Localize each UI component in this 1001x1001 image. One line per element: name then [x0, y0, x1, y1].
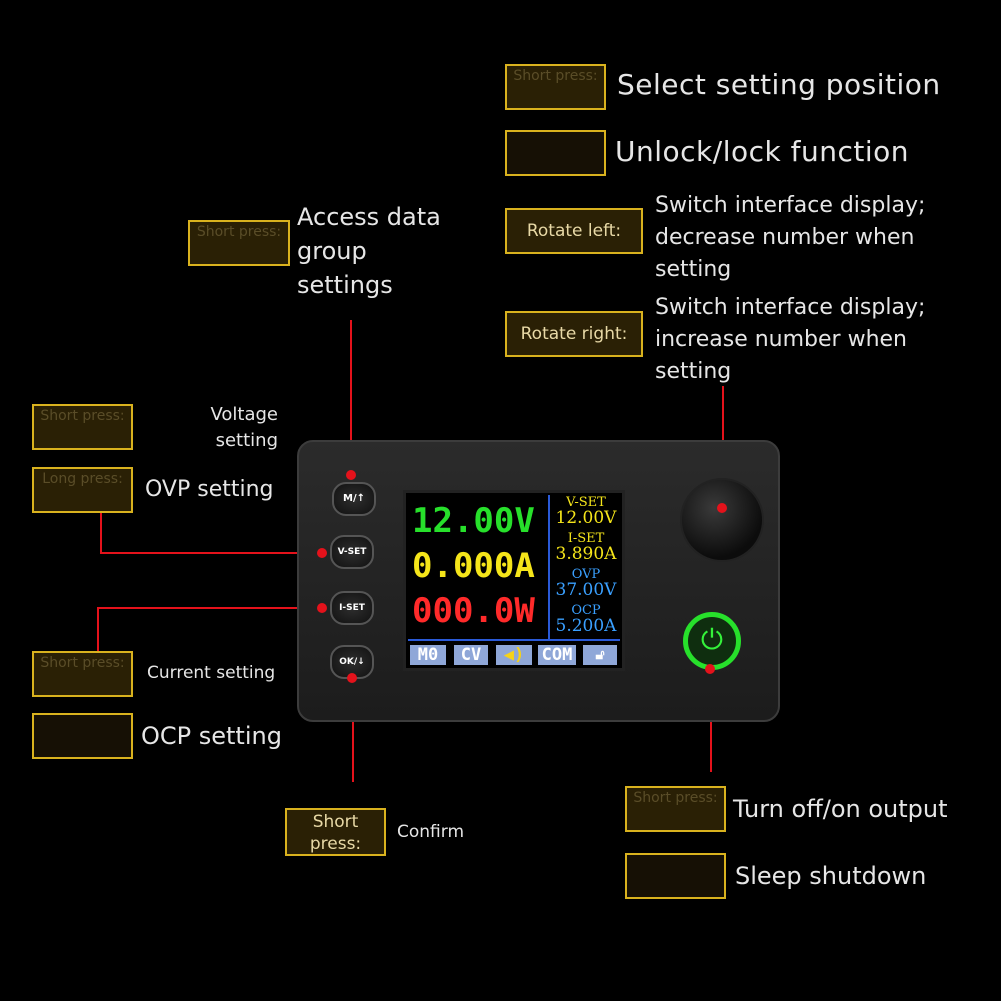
- iset-short-text: Current setting: [147, 663, 276, 683]
- ocp-value: 5.200A: [555, 616, 617, 636]
- ovp-box: OVP 37.00V: [552, 568, 620, 599]
- unlock-text: Unlock/lock function: [615, 135, 909, 168]
- ovp-label: OVP: [571, 567, 601, 582]
- power-dot: [705, 664, 715, 674]
- vset-short-text: Voltage setting: [210, 404, 278, 451]
- m-dot: [346, 470, 356, 480]
- status-cv-chip: CV: [454, 645, 488, 665]
- ovp-value: 37.00V: [555, 580, 617, 600]
- ok-tag: Short press:: [285, 808, 386, 856]
- rotate-left-tag: Rotate left:: [505, 208, 643, 254]
- status-com-chip: COM: [538, 645, 576, 665]
- rotate-left-text: Switch interface display; decrease numbe…: [655, 193, 926, 282]
- iset-short-tag: Short press:: [32, 651, 133, 697]
- iset-button[interactable]: I-SET: [330, 591, 374, 625]
- ok-dot: [347, 673, 357, 683]
- power-short-text: Turn off/on output: [733, 795, 948, 823]
- vset-button[interactable]: V-SET: [330, 535, 374, 569]
- vset-long-text: OVP setting: [145, 477, 274, 502]
- rotate-right-text: Switch interface display; increase numbe…: [655, 295, 926, 384]
- power-icon[interactable]: ⏻: [683, 612, 741, 670]
- iset-leader-v: [97, 607, 99, 651]
- unlock-tag: [505, 130, 606, 176]
- ocp-box: OCP 5.200A: [552, 604, 620, 635]
- status-mode-chip: M0: [410, 645, 446, 665]
- vset-value: 12.00V: [555, 508, 617, 528]
- vset-long-tag: Long press:: [32, 467, 133, 513]
- power-leader-line: [710, 672, 712, 772]
- iset-label: I-SET: [567, 531, 605, 546]
- ok-down-button[interactable]: OK/↓: [330, 645, 374, 679]
- vset-label: V-SET: [566, 495, 606, 510]
- unlock-icon: 🔓︎: [583, 645, 617, 665]
- rotary-knob[interactable]: [680, 478, 764, 562]
- ok-text: Confirm: [397, 822, 465, 842]
- select-tag: Short press:: [505, 64, 606, 110]
- iset-leader-h: [97, 607, 322, 609]
- select-text: Select setting position: [617, 68, 941, 101]
- bottom-border: [408, 639, 620, 641]
- power-short-tag: Short press:: [625, 786, 726, 832]
- iset-value: 3.890A: [555, 544, 617, 564]
- rotate-right-tag: Rotate right:: [505, 311, 643, 357]
- ocp-label: OCP: [571, 603, 601, 618]
- voltage-reading: 12.00V: [412, 501, 535, 541]
- knob-dot: [717, 503, 727, 513]
- m-up-button[interactable]: M/↑: [332, 482, 376, 516]
- ok-leader-line: [352, 680, 354, 782]
- vset-short-tag: Short press:: [32, 404, 133, 450]
- current-reading: 0.000A: [412, 546, 535, 586]
- iset-dot: [317, 603, 327, 613]
- speaker-icon: ◀): [496, 645, 532, 665]
- m-button-tag: Short press:: [188, 220, 290, 266]
- side-panel-border: [548, 495, 550, 640]
- iset-box: I-SET 3.890A: [552, 532, 620, 563]
- vset-leader-h: [100, 552, 322, 554]
- m-leader-line: [350, 320, 352, 475]
- power-long-tag: [625, 853, 726, 899]
- vset-box: V-SET 12.00V: [552, 496, 620, 527]
- vset-dot: [317, 548, 327, 558]
- iset-long-tag: [32, 713, 133, 759]
- power-reading: 000.0W: [412, 591, 535, 631]
- power-long-text: Sleep shutdown: [735, 862, 927, 890]
- iset-long-text: OCP setting: [141, 722, 282, 750]
- m-button-text: Access data group settings: [297, 203, 441, 299]
- lcd-screen: 12.00V 0.000A 000.0W V-SET 12.00V I-SET …: [403, 490, 625, 671]
- vset-leader-v: [100, 513, 102, 553]
